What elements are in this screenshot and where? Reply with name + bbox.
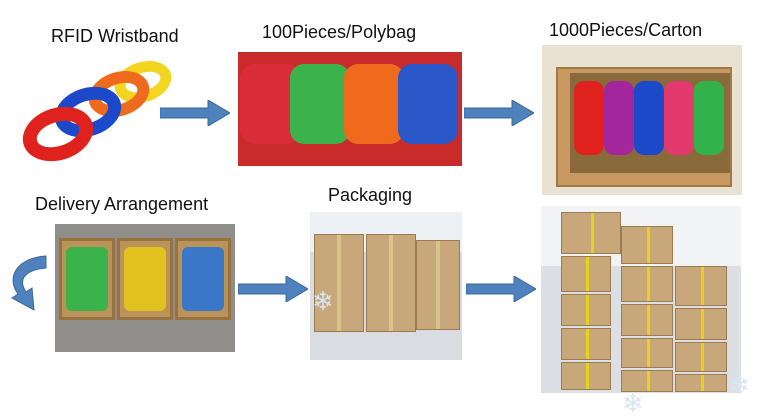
snowflake-icon: ❄	[622, 388, 644, 417]
snowflake-icon: ❄	[728, 370, 750, 400]
stacked-boxes-photo	[541, 206, 741, 393]
arrow-right-icon	[160, 100, 230, 126]
label-rfid-wristband: RFID Wristband	[51, 26, 179, 46]
label-1000pieces-carton: 1000Pieces/Carton	[549, 20, 703, 40]
arrow-right-icon	[464, 100, 534, 126]
label-100pieces-polybag: 100Pieces/Polybag	[262, 22, 417, 42]
arrow-right-icon	[466, 276, 536, 302]
label-packaging: Packaging	[328, 185, 413, 205]
packaging-photo	[310, 212, 462, 360]
carton-photo	[542, 45, 742, 195]
bag-green	[290, 64, 350, 144]
polybag-photo	[238, 52, 462, 166]
wristband-illustration	[15, 52, 177, 172]
arrow-right-icon	[238, 276, 308, 302]
delivery-photo	[55, 224, 235, 352]
bag-blue	[398, 64, 458, 144]
label-delivery-arrangement: Delivery Arrangement	[35, 194, 209, 214]
curved-arrow-icon	[11, 255, 47, 311]
bag-orange	[344, 64, 404, 144]
snowflake-icon: ❄	[312, 286, 334, 316]
